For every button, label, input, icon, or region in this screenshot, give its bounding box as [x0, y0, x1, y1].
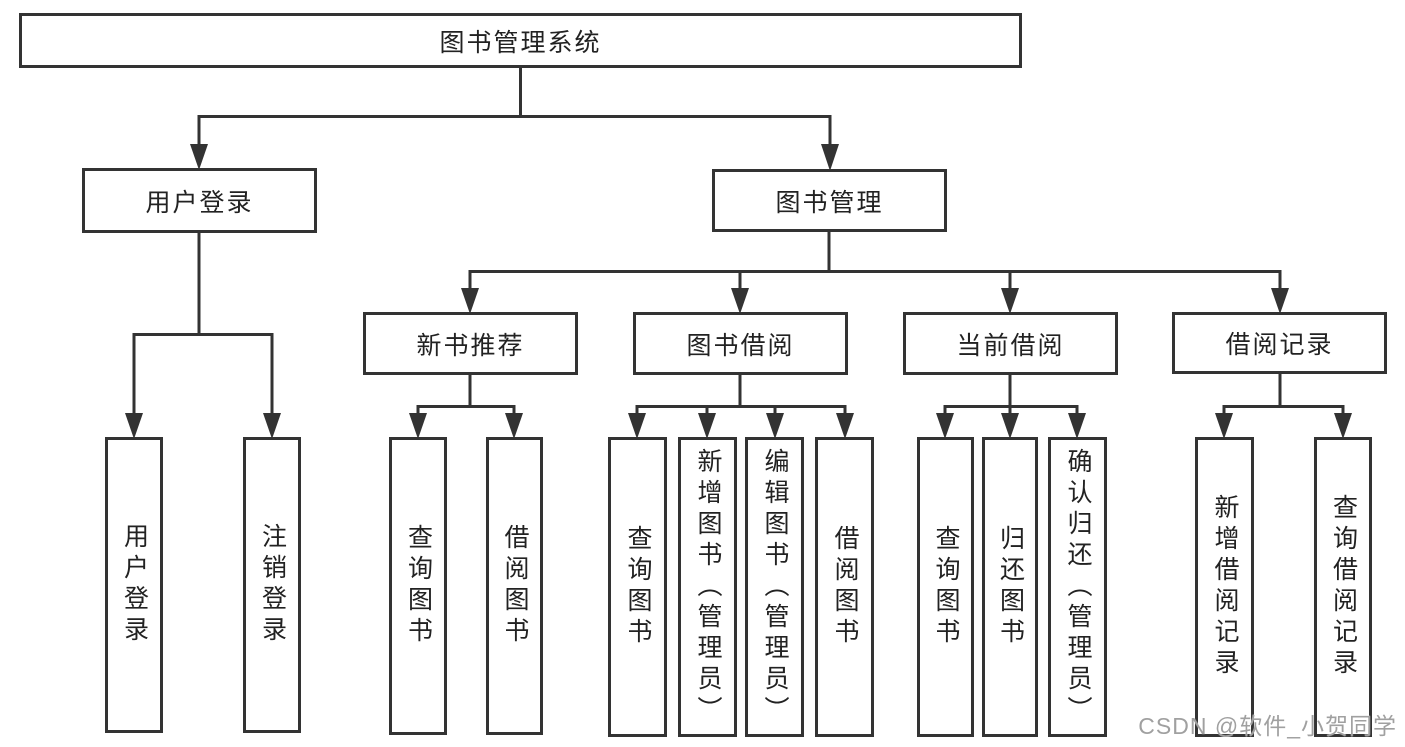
leaf-edit-books-admin: 编辑图书（管理员） — [745, 437, 804, 737]
node-borrowing-records: 借阅记录 — [1172, 312, 1387, 374]
leaf-logout: 注销登录 — [243, 437, 301, 733]
leaf-add-borrow-record: 新增借阅记录 — [1195, 437, 1254, 737]
node-book-borrowing: 图书借阅 — [633, 312, 848, 375]
leaf-user-login: 用户登录 — [105, 437, 163, 733]
csdn-watermark: CSDN @软件_小贺同学 — [1138, 713, 1397, 739]
leaf-query-borrow-record: 查询借阅记录 — [1314, 437, 1372, 737]
arrowheads — [125, 144, 1352, 439]
node-new-book-recommendation: 新书推荐 — [363, 312, 578, 375]
leaf-query-books-borrow: 查询图书 — [608, 437, 667, 737]
node-user-login: 用户登录 — [82, 168, 317, 233]
leaf-borrow-books: 借阅图书 — [815, 437, 874, 737]
node-library-management-system: 图书管理系统 — [19, 13, 1022, 68]
node-book-management: 图书管理 — [712, 169, 947, 232]
node-current-borrowing: 当前借阅 — [903, 312, 1118, 375]
leaf-return-books: 归还图书 — [982, 437, 1038, 737]
leaf-borrow-books-recommend: 借阅图书 — [486, 437, 543, 735]
leaf-add-books-admin: 新增图书（管理员） — [678, 437, 737, 737]
leaf-confirm-return-admin: 确认归还（管理员） — [1048, 437, 1107, 737]
leaf-query-books-current: 查询图书 — [917, 437, 974, 737]
leaf-query-books-recommend: 查询图书 — [389, 437, 447, 735]
